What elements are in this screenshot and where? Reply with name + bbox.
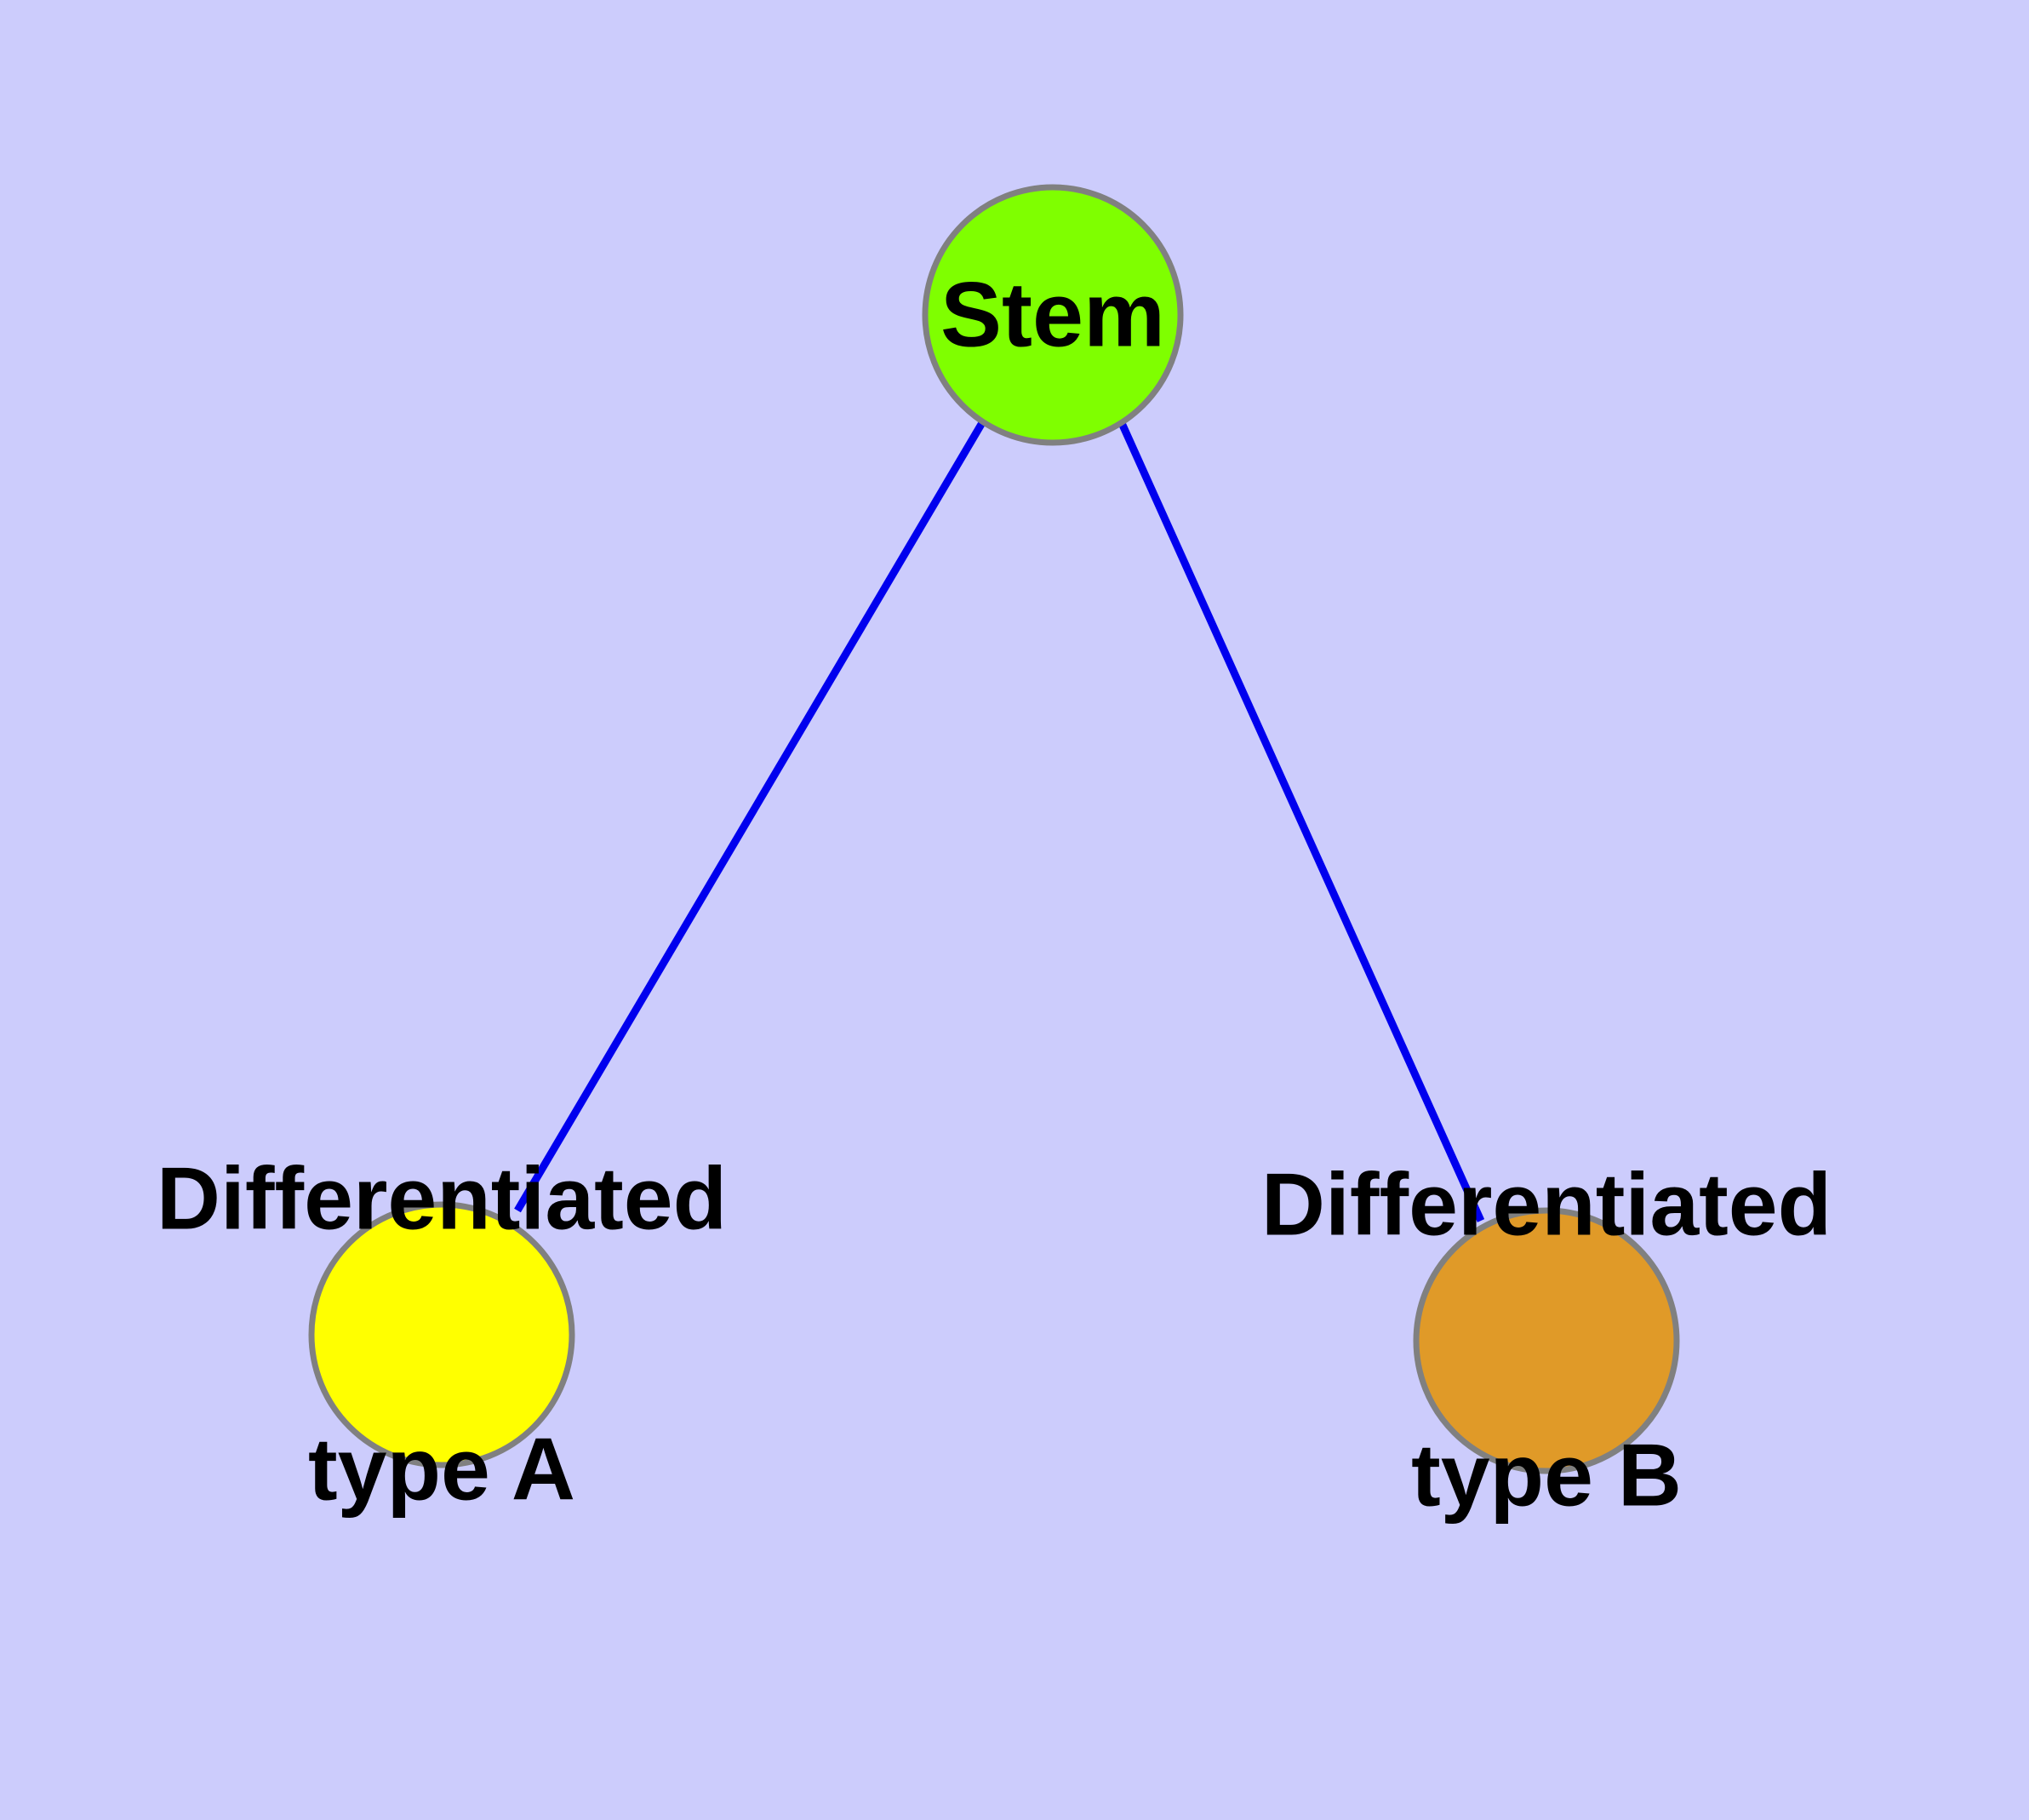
node-differentiated-type-b[interactable] [1413, 1207, 1680, 1474]
node-layer [308, 184, 1680, 1474]
edge-layer [514, 419, 1485, 1222]
node-differentiated-type-a[interactable] [308, 1201, 575, 1468]
node-stem[interactable] [922, 184, 1184, 446]
edge-stem-to-diff-a[interactable] [514, 419, 986, 1213]
edge-stem-to-diff-b[interactable] [1117, 421, 1485, 1222]
